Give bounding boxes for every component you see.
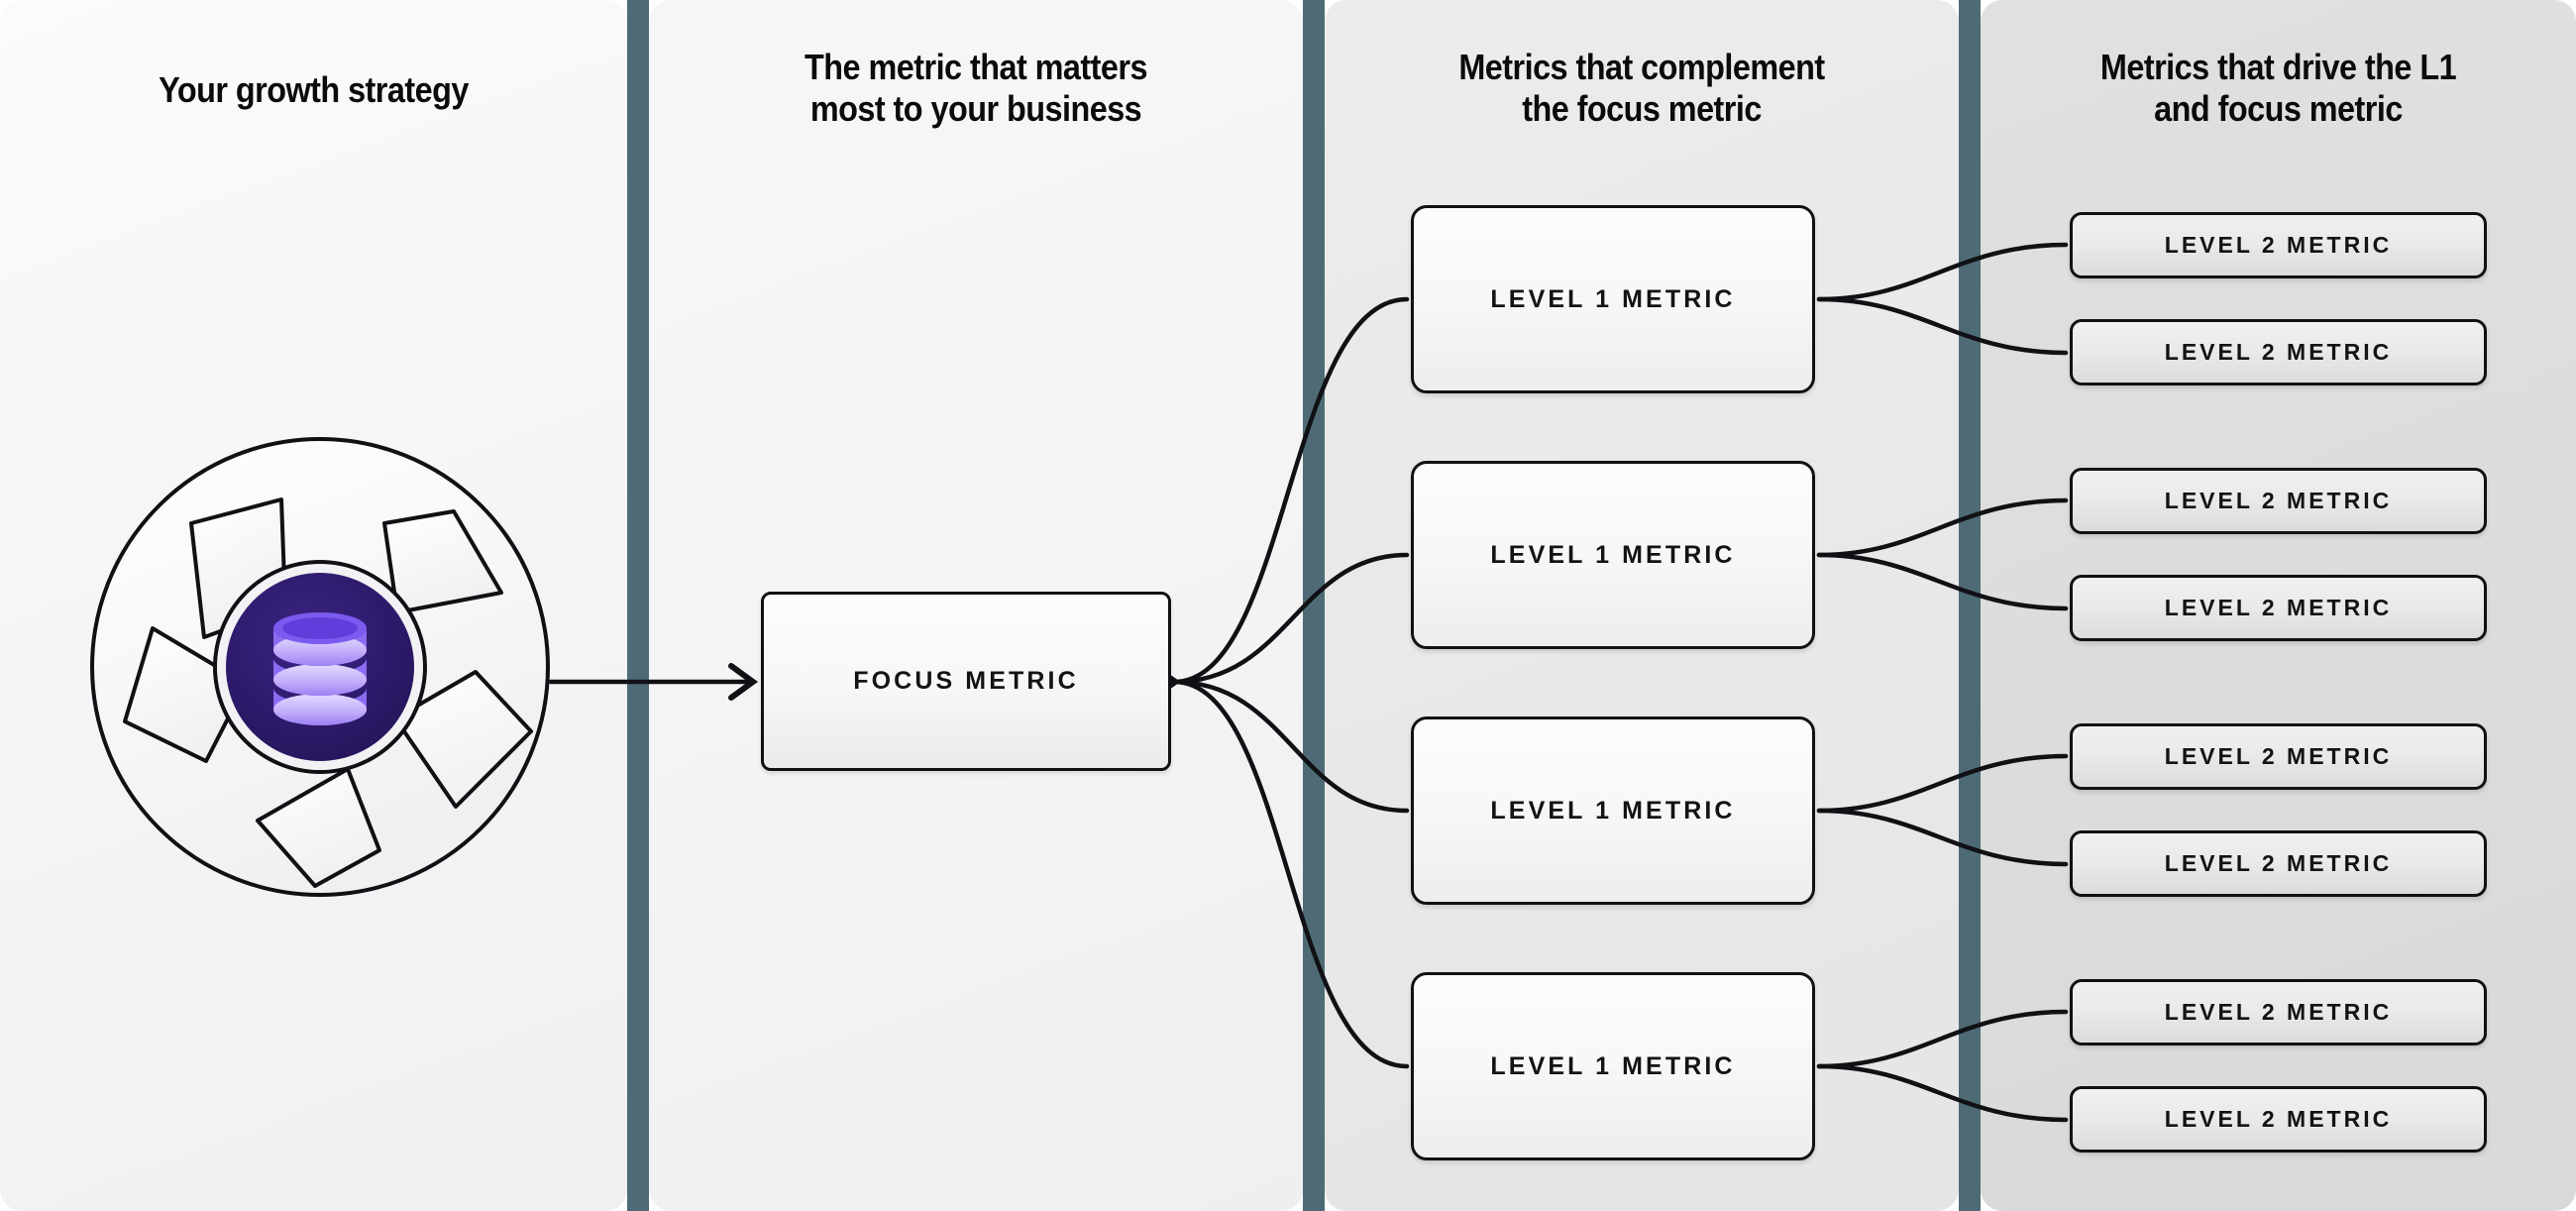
- aperture-database-icon: [87, 434, 553, 900]
- node-level-1-metric-1[interactable]: LEVEL 1 METRIC: [1411, 205, 1815, 393]
- node-level-2-metric-8[interactable]: LEVEL 2 METRIC: [2070, 1086, 2487, 1153]
- node-level-2-metric-5[interactable]: LEVEL 2 METRIC: [2070, 723, 2487, 790]
- node-level-2-metric-4[interactable]: LEVEL 2 METRIC: [2070, 575, 2487, 641]
- node-level-2-metric-7[interactable]: LEVEL 2 METRIC: [2070, 979, 2487, 1046]
- node-level-2-metric-2[interactable]: LEVEL 2 METRIC: [2070, 319, 2487, 385]
- node-level-2-metric-1[interactable]: LEVEL 2 METRIC: [2070, 212, 2487, 278]
- node-level-2-metric-3[interactable]: LEVEL 2 METRIC: [2070, 468, 2487, 534]
- node-level-1-metric-2[interactable]: LEVEL 1 METRIC: [1411, 461, 1815, 649]
- node-level-2-metric-6[interactable]: LEVEL 2 METRIC: [2070, 830, 2487, 897]
- node-level-1-metric-3[interactable]: LEVEL 1 METRIC: [1411, 716, 1815, 905]
- column-heading-level-1-metrics: Metrics that complement the focus metric: [1458, 47, 1825, 129]
- column-separator-3: [1959, 0, 1981, 1211]
- column-heading-growth-strategy: Your growth strategy: [159, 69, 469, 110]
- column-separator-1: [627, 0, 649, 1211]
- column-separator-2: [1303, 0, 1325, 1211]
- node-level-1-metric-4[interactable]: LEVEL 1 METRIC: [1411, 972, 1815, 1160]
- node-focus-metric[interactable]: FOCUS METRIC: [761, 592, 1171, 771]
- column-heading-focus-metric: The metric that matters most to your bus…: [805, 47, 1147, 129]
- column-heading-level-2-metrics: Metrics that drive the L1 and focus metr…: [2099, 47, 2457, 129]
- database-icon: [273, 612, 367, 725]
